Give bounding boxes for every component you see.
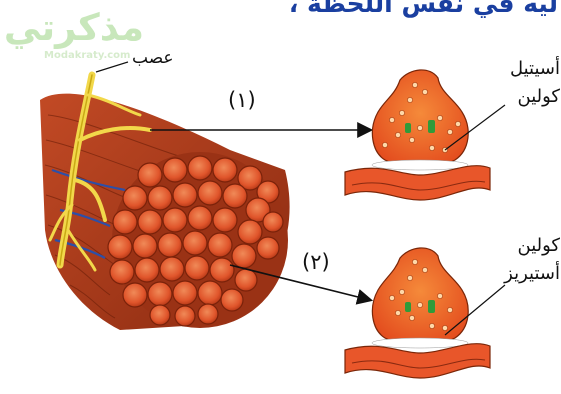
acetylcholine-label: أسيتيل كولين <box>496 55 560 111</box>
nerve-pointer-line <box>96 62 128 72</box>
marker-two: (٢) <box>302 250 330 274</box>
axon-terminal-1 <box>372 70 468 166</box>
synapse-1 <box>345 70 490 200</box>
cholinesterase-label-line1: كولين <box>496 232 560 260</box>
cholinesterase-label-line2: أستيريز <box>496 260 560 288</box>
axon-terminal-2 <box>372 248 468 344</box>
synapse-2 <box>345 248 490 378</box>
synaptic-cleft-1 <box>372 160 468 170</box>
synaptic-cleft-2 <box>372 338 468 348</box>
acetylcholine-label-line2: كولين <box>496 83 560 111</box>
acetylcholine-label-line1: أسيتيل <box>496 55 560 83</box>
cholinesterase-label: كولين أستيريز <box>496 232 560 288</box>
marker-one: (١) <box>228 88 256 112</box>
nerve-label: عصب <box>132 48 174 68</box>
